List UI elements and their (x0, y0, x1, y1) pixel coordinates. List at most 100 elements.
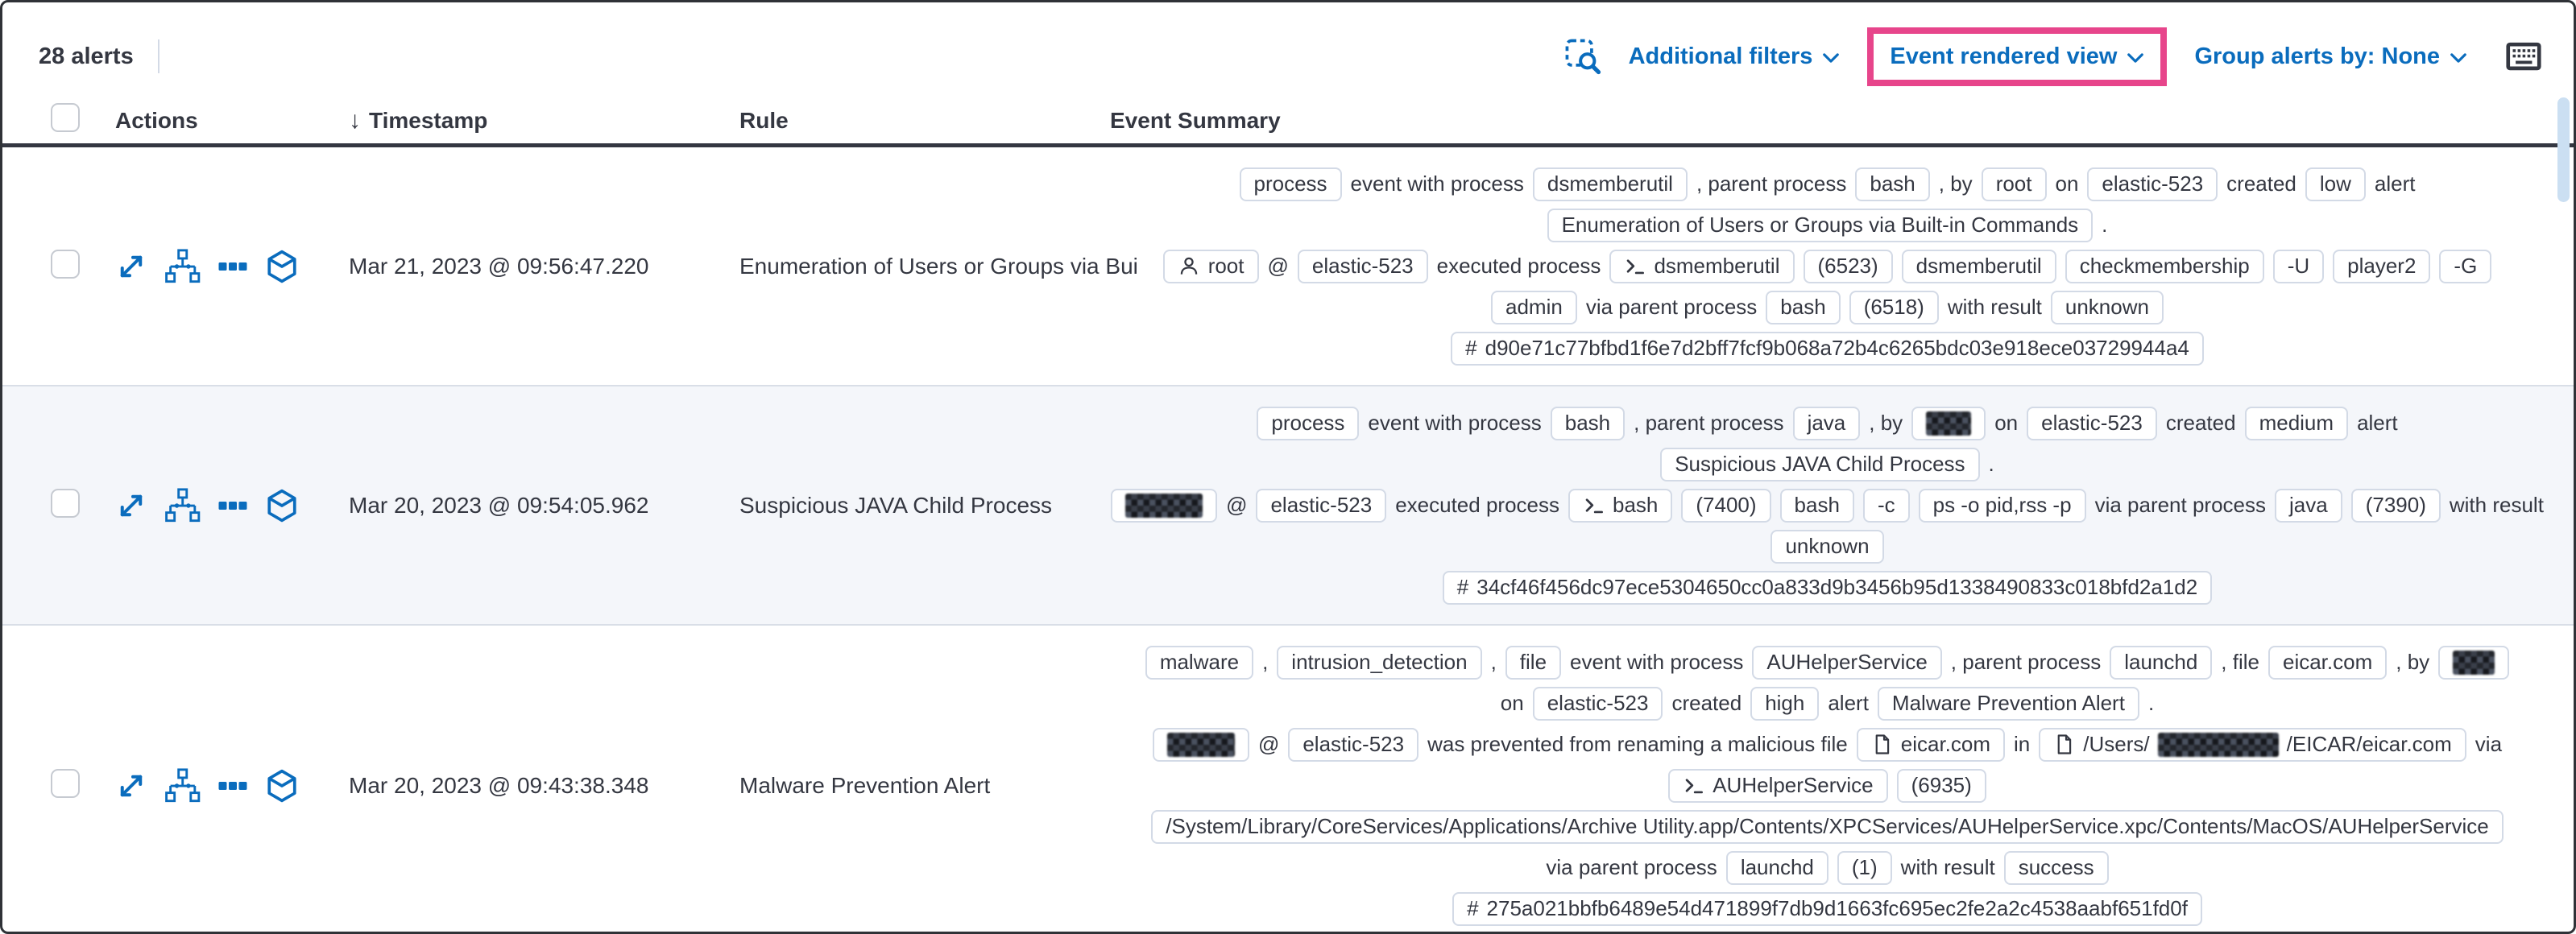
redacted-badge[interactable] (2438, 645, 2510, 680)
event-value-badge[interactable]: (6518) (1849, 290, 1939, 324)
event-value-badge[interactable]: dsmemberutil (1532, 167, 1688, 201)
badge-text: (7390) (2365, 493, 2426, 517)
badge-text: medium (2259, 411, 2334, 435)
event-value-badge[interactable]: Malware Prevention Alert (1877, 686, 2139, 721)
event-value-badge[interactable]: -c (1862, 488, 1910, 523)
additional-filters-button[interactable]: Additional filters (1629, 43, 1841, 70)
event-value-badge[interactable]: elastic-523 (2027, 406, 2157, 440)
more-actions-button[interactable] (217, 250, 249, 283)
event-value-badge[interactable]: admin (1491, 290, 1577, 324)
row-checkbox[interactable] (51, 769, 80, 798)
event-value-badge[interactable]: bash (1855, 167, 1930, 201)
event-value-badge[interactable]: malware (1145, 645, 1254, 680)
event-value-badge[interactable]: elastic-523 (1288, 727, 1419, 762)
event-value-badge[interactable]: (6935) (1896, 768, 1986, 803)
redacted-badge[interactable] (1152, 727, 1249, 762)
event-value-badge[interactable]: -U (2272, 249, 2325, 283)
event-value-badge[interactable]: dsmemberutil (1901, 249, 2056, 283)
event-value-badge[interactable]: (7390) (2350, 488, 2441, 523)
event-value-badge[interactable]: intrusion_detection (1277, 645, 1482, 680)
expand-alert-button[interactable] (115, 770, 147, 802)
event-value-badge[interactable]: Enumeration of Users or Groups via Built… (1547, 208, 2094, 242)
redacted-badge[interactable] (1911, 406, 1986, 440)
summary-text: . (2102, 213, 2108, 237)
event-value-badge[interactable]: elastic-523 (1297, 249, 1428, 283)
analyzer-icon[interactable] (164, 487, 201, 524)
event-value-badge[interactable]: checkmembership (2065, 249, 2264, 283)
event-value-badge[interactable]: root (1981, 167, 2047, 201)
event-value-badge[interactable]: AUHelperService (1752, 645, 1942, 680)
summary-text: created (1671, 691, 1742, 715)
scrollbar-thumb[interactable] (2557, 97, 2570, 202)
event-value-badge[interactable]: file (1505, 645, 1562, 680)
annotation-highlight-box: Event rendered view (1867, 27, 2168, 86)
event-value-badge[interactable]: -G (2439, 249, 2492, 283)
event-value-badge[interactable]: ps -o pid,rss -p (1918, 488, 2086, 523)
expand-alert-button[interactable] (115, 250, 147, 283)
event-value-badge[interactable]: unknown (2050, 290, 2164, 324)
session-view-icon[interactable] (265, 489, 299, 523)
inspect-icon[interactable] (1564, 38, 1601, 75)
hash-badge[interactable]: #275a021bbfb6489e54d471899f7db9d1663fc69… (1452, 891, 2202, 926)
event-value-badge[interactable]: (1) (1837, 850, 1892, 885)
event-value-badge[interactable]: bash (1779, 488, 1854, 523)
terminal-icon (1683, 775, 1704, 796)
analyzer-icon[interactable] (164, 767, 201, 804)
group-alerts-by-button[interactable]: Group alerts by: None (2194, 43, 2467, 70)
hash-badge[interactable]: #34cf46f456dc97ece5304650cc0a833d9b3456b… (1442, 570, 2213, 605)
event-value-badge[interactable]: Suspicious JAVA Child Process (1660, 447, 1980, 481)
event-value-badge[interactable]: unknown (1770, 529, 1884, 564)
event-value-badge[interactable]: (6523) (1803, 249, 1893, 283)
column-header-timestamp[interactable]: ↓ Timestamp (349, 106, 488, 134)
event-value-badge[interactable]: eicar.com (2267, 645, 2388, 680)
event-value-badge[interactable]: java (2275, 488, 2342, 523)
redacted-badge[interactable] (1111, 488, 1218, 523)
row-checkbox[interactable] (51, 250, 80, 279)
more-actions-button[interactable] (217, 490, 249, 522)
event-value-badge[interactable]: bash (1766, 290, 1841, 324)
keyboard-shortcuts-icon[interactable] (2506, 39, 2541, 74)
event-value-badge[interactable]: bash (1568, 488, 1673, 523)
event-value-badge[interactable]: dsmemberutil (1609, 249, 1795, 283)
event-value-badge[interactable]: process (1257, 406, 1360, 440)
event-value-badge[interactable]: /System/Library/CoreServices/Application… (1151, 809, 2504, 844)
event-value-badge[interactable]: AUHelperService (1668, 768, 1888, 803)
session-view-icon[interactable] (265, 769, 299, 803)
badge-text: root (1995, 172, 2032, 196)
more-actions-button[interactable] (217, 770, 249, 802)
event-rendered-view-selector[interactable]: Event rendered view (1890, 43, 2144, 70)
event-value-badge[interactable]: launchd (1725, 850, 1828, 885)
hash-icon: # (1456, 575, 1469, 599)
event-value-badge[interactable]: root (1162, 249, 1259, 283)
summary-text: in (2014, 732, 2031, 756)
badge-text: bash (1780, 295, 1826, 319)
badge-text: bash (1794, 493, 1840, 517)
row-checkbox[interactable] (51, 489, 80, 518)
event-value-badge[interactable]: elastic-523 (2087, 167, 2218, 201)
event-value-badge[interactable]: /Users//EICAR/eicar.com (2039, 727, 2466, 762)
event-value-badge[interactable]: high (1750, 686, 1820, 721)
event-value-badge[interactable]: low (2305, 167, 2366, 201)
expand-alert-button[interactable] (115, 490, 147, 522)
event-value-badge[interactable]: (7400) (1681, 488, 1771, 523)
event-value-badge[interactable]: medium (2244, 406, 2349, 440)
badge-text: (6523) (1817, 254, 1878, 278)
event-value-badge[interactable]: launchd (2110, 645, 2213, 680)
event-value-badge[interactable]: eicar.com (1856, 727, 2006, 762)
event-value-badge[interactable]: elastic-523 (1256, 488, 1387, 523)
row-actions (115, 767, 349, 804)
session-view-icon[interactable] (265, 250, 299, 283)
event-value-badge[interactable]: process (1239, 167, 1342, 201)
event-value-badge[interactable]: elastic-523 (1532, 686, 1663, 721)
badge-text: ps -o pid,rss -p (1932, 493, 2072, 517)
toolbar-right: Additional filters Event rendered view G… (1564, 27, 2541, 86)
event-value-badge[interactable]: player2 (2333, 249, 2431, 283)
badge-text: (7400) (1696, 493, 1757, 517)
select-all-checkbox[interactable] (51, 103, 80, 132)
event-value-badge[interactable]: bash (1550, 406, 1626, 440)
analyzer-icon[interactable] (164, 248, 201, 285)
event-value-badge[interactable]: success (2003, 850, 2109, 885)
event-value-badge[interactable]: java (1792, 406, 1861, 440)
hash-badge[interactable]: #d90e71c77bfbd1f6e7d2bff7fcf9b068a72b4c6… (1451, 331, 2204, 366)
